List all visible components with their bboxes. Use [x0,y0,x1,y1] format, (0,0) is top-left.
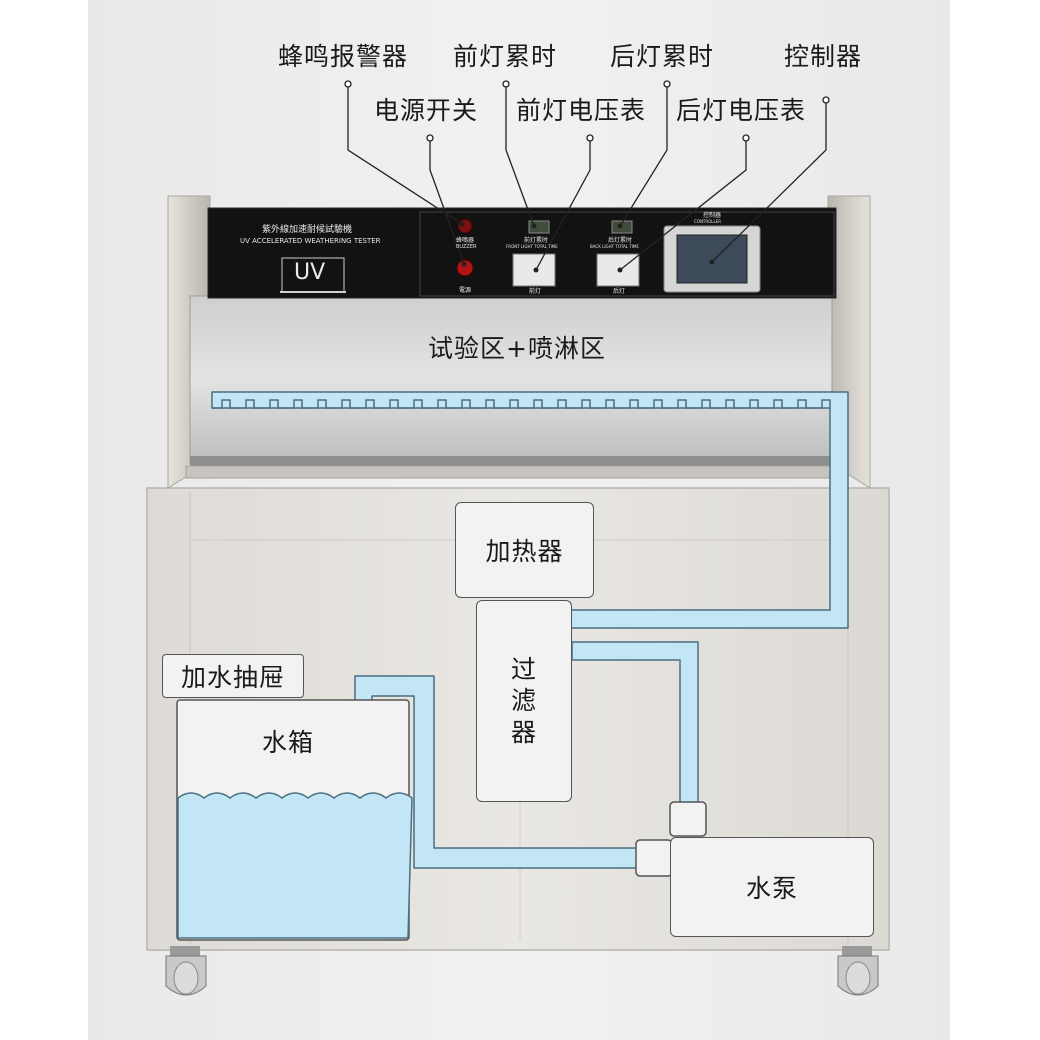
callout-front-voltmeter: 前灯电压表 [516,96,647,125]
water-tank-label: 水箱 [262,728,315,757]
spray-nozzles [212,399,831,409]
back-lamp-small-label: 后灯 [613,288,626,295]
filter-box: 过 滤 器 [476,600,572,802]
controller-screen [676,234,748,284]
power-switch-knob [456,259,474,277]
callout-front-lamp-hours: 前灯累时 [453,42,558,71]
right-wheel [837,946,879,996]
test-chamber-hood [189,295,833,463]
buzzer-light [457,218,473,234]
left-wheel [165,946,207,996]
callout-controller: 控制器 [784,42,863,71]
test-zone-label: 试验区+喷淋区 [428,334,606,363]
filter-char-3: 器 [510,717,537,747]
buzzer-small-label: 蜂鳴器 [456,237,475,244]
uv-logo: UV [294,260,326,285]
buzzer-small-label-en: BUZZER [456,244,477,250]
front-lamp-small-label: 前灯 [529,288,542,295]
front-hours-small-label: 前灯累时 [524,237,549,244]
callout-back-lamp-hours: 后灯累时 [610,42,715,71]
callout-dots [344,80,830,142]
heater-box: 加热器 [455,502,594,598]
tank-water [177,792,413,939]
callout-back-voltmeter: 后灯电压表 [676,96,807,125]
filter-char-2: 滤 [510,686,537,716]
panel-title-en: UV ACCELERATED WEATHERING TESTER [240,237,381,245]
controller-small-label: 控制器 [703,212,722,219]
drawer-box: 加水抽屉 [162,654,304,698]
pump-inlet-block [635,839,673,877]
front-hours-small-label-en: FRONT LIGHT TOTAL TIME [506,244,558,249]
power-small-label: 電源 [459,287,472,294]
filter-char-1: 过 [510,655,537,685]
callout-power-switch: 电源开关 [374,96,479,125]
back-hours-small-label-en: BACK LIGHT TOTAL TIME [590,244,639,249]
callout-leaders [347,84,827,271]
callout-buzzer: 蜂鸣报警器 [278,42,409,71]
pump-outlet-block [669,801,707,837]
target-dots [459,221,715,273]
controller-small-label-en: CONTROLLER [694,219,722,224]
water-pump-box: 水泵 [670,837,874,937]
back-hours-small-label: 后灯累时 [608,237,633,244]
panel-title-cn: 紫外線加速耐候試驗機 [262,225,353,235]
hood-lip [190,456,832,468]
